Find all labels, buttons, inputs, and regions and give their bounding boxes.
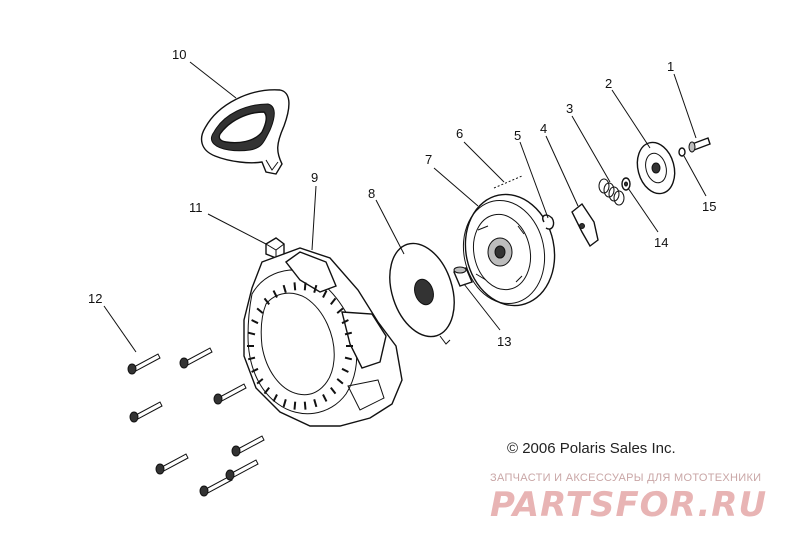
vent-slot bbox=[341, 319, 349, 325]
copyright-notice: © 2006 Polaris Sales Inc. bbox=[507, 440, 676, 457]
bolt bbox=[127, 353, 161, 375]
callout-1: 1 bbox=[667, 59, 674, 74]
vent-slot bbox=[247, 356, 256, 361]
bolt bbox=[213, 383, 247, 405]
circlip bbox=[542, 214, 555, 230]
ratchet-pawl bbox=[571, 202, 599, 248]
callout-7: 7 bbox=[425, 152, 432, 167]
vent-slot bbox=[251, 367, 259, 373]
leader-lines bbox=[103, 61, 707, 353]
vent-slot bbox=[247, 331, 256, 336]
bolt bbox=[179, 347, 213, 369]
vent-slot bbox=[251, 319, 259, 325]
bolt bbox=[225, 459, 259, 481]
vent-slot bbox=[282, 399, 287, 408]
housing-vent-slots bbox=[247, 282, 353, 410]
vent-slot bbox=[336, 307, 344, 314]
vent-slot bbox=[303, 282, 307, 291]
vent-slot bbox=[330, 297, 337, 306]
vent-slot bbox=[313, 284, 318, 293]
vent-slot bbox=[341, 367, 349, 373]
callout-5: 5 bbox=[514, 128, 521, 143]
screw-1 bbox=[688, 137, 711, 153]
bolt bbox=[199, 475, 233, 497]
watermark-tagline: ЗАПЧАСТИ И АКСЕССУАРЫ ДЛЯ МОТОТЕХНИКИ bbox=[490, 472, 761, 484]
rope bbox=[493, 175, 523, 189]
washer-14 bbox=[621, 177, 631, 191]
vent-slot bbox=[322, 290, 328, 298]
spring bbox=[598, 178, 625, 206]
callout-10: 10 bbox=[172, 47, 186, 62]
callout-9: 9 bbox=[311, 170, 318, 185]
callout-8: 8 bbox=[368, 186, 375, 201]
bolt bbox=[231, 435, 265, 457]
vent-slot bbox=[344, 331, 353, 336]
callout-4: 4 bbox=[540, 121, 547, 136]
bolt bbox=[129, 401, 163, 423]
callout-2: 2 bbox=[605, 76, 612, 91]
vent-slot bbox=[282, 284, 287, 293]
washer-15 bbox=[678, 147, 686, 157]
callout-15: 15 bbox=[702, 199, 716, 214]
recoil-housing bbox=[243, 247, 403, 427]
watermark-brand: PARTSFOR.RU bbox=[490, 485, 767, 525]
vent-slot bbox=[256, 307, 264, 314]
vent-slot bbox=[256, 378, 264, 385]
starter-handle bbox=[200, 89, 290, 175]
callout-11: 11 bbox=[189, 200, 203, 215]
vent-slot bbox=[303, 401, 307, 410]
vent-slot bbox=[336, 378, 344, 385]
vent-slot bbox=[263, 386, 270, 395]
vent-slot bbox=[272, 394, 278, 402]
mounting-bolts bbox=[127, 347, 265, 497]
callout-labels: 1 2 3 4 5 6 7 8 9 10 11 12 13 14 15 bbox=[88, 47, 716, 349]
drive-plate bbox=[636, 141, 676, 195]
cover-plate bbox=[389, 242, 455, 345]
pulley bbox=[462, 193, 556, 307]
callout-14: 14 bbox=[654, 235, 668, 250]
bushing bbox=[453, 266, 473, 287]
vent-slot bbox=[293, 401, 297, 410]
callout-12: 12 bbox=[88, 291, 102, 306]
callout-13: 13 bbox=[497, 334, 511, 349]
vent-slot bbox=[293, 282, 297, 291]
bolt bbox=[155, 453, 189, 475]
vent-slot bbox=[313, 399, 318, 408]
callout-6: 6 bbox=[456, 126, 463, 141]
vent-slot bbox=[272, 290, 278, 298]
vent-slot bbox=[330, 386, 337, 395]
callout-3: 3 bbox=[566, 101, 573, 116]
vent-slot bbox=[344, 356, 353, 361]
vent-slot bbox=[322, 394, 328, 402]
vent-slot bbox=[263, 297, 270, 306]
